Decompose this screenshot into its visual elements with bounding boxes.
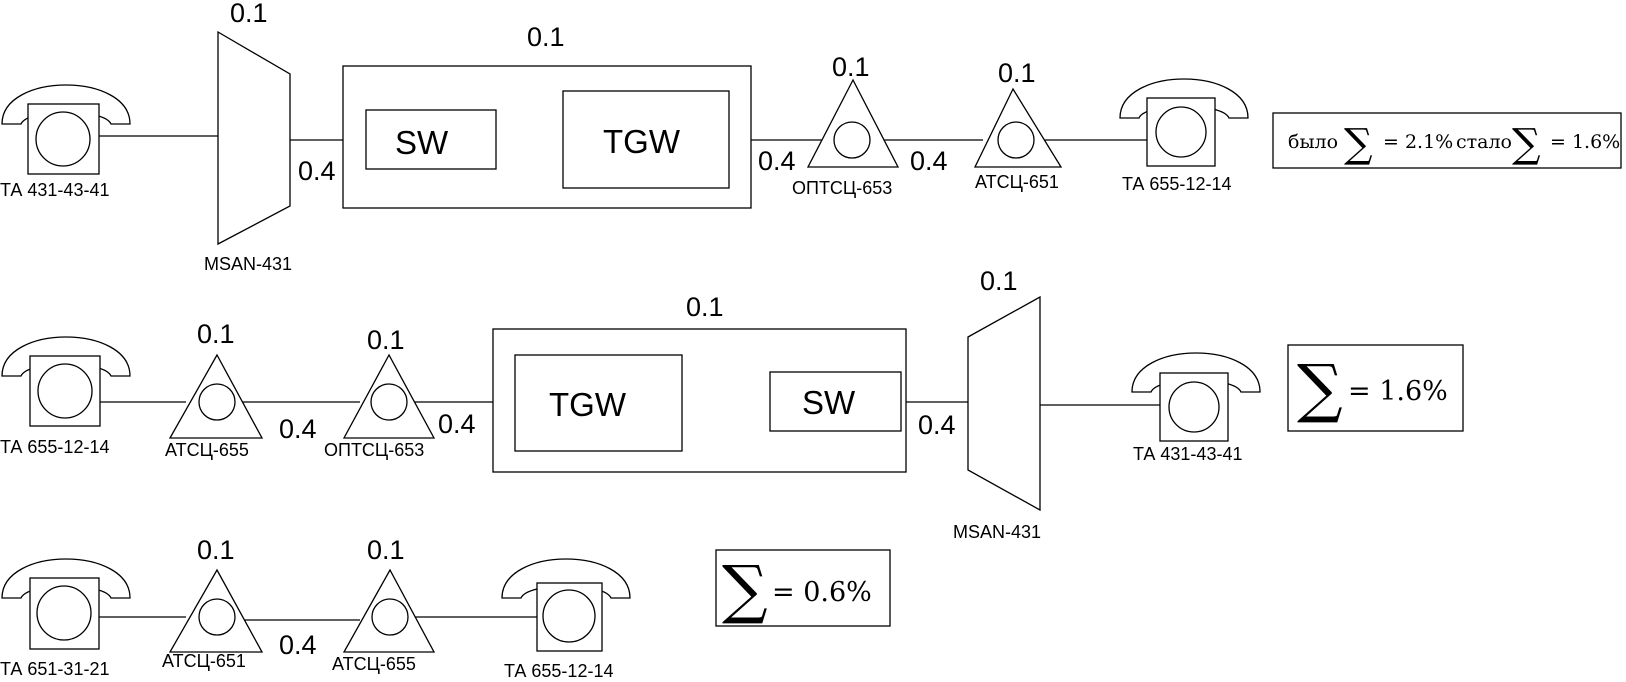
sum-symbol-was: ∑ — [1344, 121, 1373, 167]
formula-box-row1 — [1272, 112, 1622, 169]
atsc-loss-value: 0.1 — [998, 58, 1036, 88]
atsc1-loss-value: 0.1 — [197, 535, 235, 565]
msan-loss-value: 0.1 — [980, 266, 1018, 296]
msan-loss-value: 0.1 — [230, 0, 268, 28]
atsc2-label: АТСЦ-655 — [332, 654, 416, 674]
phone-left-icon — [1, 558, 131, 650]
phone-right-icon — [1131, 352, 1261, 442]
atsc-node-circle — [198, 383, 236, 421]
sw-block — [769, 371, 902, 432]
sw-block — [365, 109, 497, 170]
tgw-label: TGW — [549, 386, 627, 423]
phone-right-label: ТА 431-43-41 — [1133, 444, 1242, 464]
atsc1-label: АТСЦ-651 — [162, 651, 246, 671]
sw-label: SW — [395, 124, 449, 161]
phone-right-icon — [501, 558, 631, 652]
link-loss-box-optsc: 0.4 — [758, 146, 796, 176]
optsc-label: ОПТСЦ-653 — [324, 440, 424, 460]
msan-node — [217, 30, 291, 246]
row-1: ТА 431-43-41 0.1 MSAN-431 0.4 0.1 SW TGW… — [0, 0, 1622, 274]
phone-right-icon — [1119, 78, 1249, 167]
phone-left-label: ТА 651-31-21 — [0, 659, 109, 679]
phone-left-icon — [1, 336, 131, 427]
formula-now-word: стало — [1456, 131, 1512, 153]
optsc-node-circle — [833, 121, 871, 159]
phone-left-label: ТА 431-43-41 — [0, 180, 109, 200]
msan-label: MSAN-431 — [204, 254, 292, 274]
atsc-label: АТСЦ-651 — [975, 172, 1059, 192]
atsc-label: АТСЦ-655 — [165, 440, 249, 460]
optsc-node-circle — [370, 383, 408, 421]
msan-label: MSAN-431 — [953, 522, 1041, 542]
atsc-node-circle — [997, 121, 1035, 159]
link-loss-optsc-box: 0.4 — [438, 409, 476, 439]
sw-label: SW — [802, 384, 856, 421]
phone-left-label: ТА 655-12-14 — [0, 437, 109, 457]
phone-left-icon — [1, 84, 131, 175]
tgw-label: TGW — [603, 123, 681, 160]
optsc-label: ОПТСЦ-653 — [792, 178, 892, 198]
link-loss-box-msan: 0.4 — [918, 410, 956, 440]
atsc1-node-circle — [198, 598, 236, 636]
row-3: ТА 651-31-21 0.1 АТСЦ-651 0.4 0.1 АТСЦ-6… — [0, 535, 891, 681]
phone-right-label: ТА 655-12-14 — [504, 661, 613, 681]
box-loss-value: 0.1 — [686, 292, 724, 322]
formula-value: = 0.6% — [772, 577, 872, 608]
link-loss-atsc-optsc: 0.4 — [279, 414, 317, 444]
optsc-loss-value: 0.1 — [367, 325, 405, 355]
formula-was-value: = 2.1% — [1383, 131, 1453, 153]
sum-symbol-now: ∑ — [1512, 121, 1541, 167]
tgw-block — [562, 90, 730, 189]
sum-symbol: ∑ — [1297, 352, 1343, 426]
formula-value: = 1.6% — [1348, 376, 1448, 407]
formula-now-value: = 1.6% — [1550, 131, 1620, 153]
row-2: ТА 655-12-14 0.1 АТСЦ-655 0.4 0.1 ОПТСЦ-… — [0, 266, 1464, 542]
optsc-loss-value: 0.1 — [832, 52, 870, 82]
sum-symbol: ∑ — [722, 553, 768, 627]
box-loss-value: 0.1 — [527, 22, 565, 52]
atsc2-node-circle — [371, 598, 409, 636]
link-loss-msan-box: 0.4 — [298, 156, 336, 186]
atsc-loss-value: 0.1 — [197, 319, 235, 349]
phone-right-label: ТА 655-12-14 — [1122, 174, 1231, 194]
formula-box-row3 — [715, 549, 891, 627]
tgw-block — [514, 354, 683, 452]
formula-was-word: было — [1288, 131, 1338, 153]
atsc2-loss-value: 0.1 — [367, 535, 405, 565]
link-loss-optsc-atsc: 0.4 — [910, 146, 948, 176]
formula-box-row2 — [1287, 344, 1464, 432]
link-loss-atsc1-atsc2: 0.4 — [279, 630, 317, 660]
msan-node — [967, 295, 1041, 512]
